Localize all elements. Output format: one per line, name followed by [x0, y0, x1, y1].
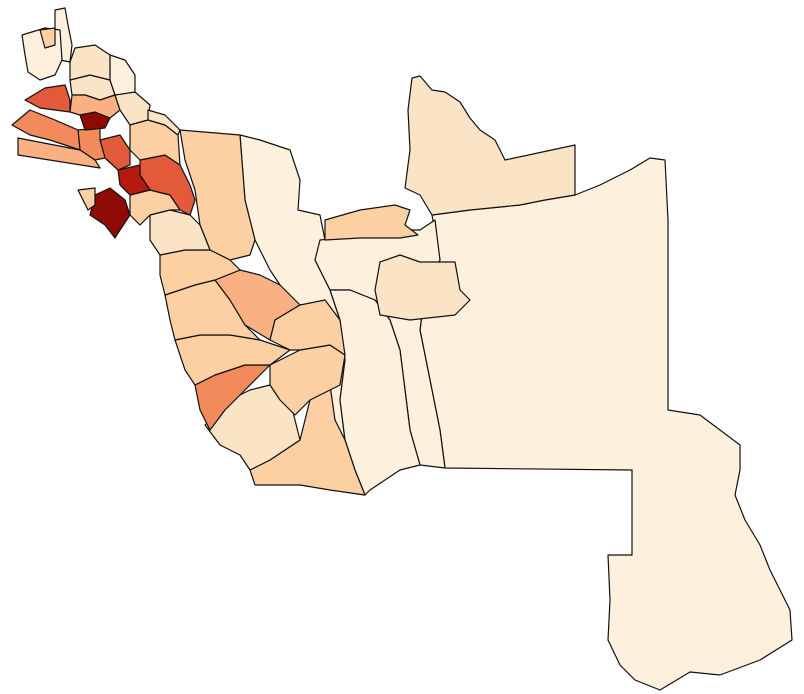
- region-nw-dark-3[interactable]: [99, 134, 131, 171]
- region-nw-light-3[interactable]: [109, 54, 136, 96]
- region-middle-highlight[interactable]: [374, 254, 471, 321]
- region-nw-1[interactable]: [149, 209, 211, 256]
- region-northeast[interactable]: [404, 75, 576, 216]
- region-nw-orange-2[interactable]: [69, 94, 121, 119]
- region-nw-light-4[interactable]: [69, 44, 111, 81]
- region-nw-top-orange[interactable]: [39, 27, 56, 49]
- region-nw-small-pale[interactable]: [77, 187, 96, 211]
- region-east-large[interactable]: [419, 157, 793, 691]
- region-mid-east-1[interactable]: [269, 299, 346, 356]
- region-south-1[interactable]: [249, 384, 366, 496]
- region-nw-orange-wide[interactable]: [11, 109, 81, 151]
- region-nw-strip[interactable]: [17, 137, 101, 169]
- region-nw-upper-pale[interactable]: [147, 109, 181, 136]
- region-nw-light-2[interactable]: [114, 91, 151, 126]
- region-nw-darkest-1[interactable]: [89, 187, 131, 239]
- region-nw-red-1[interactable]: [24, 84, 71, 113]
- region-nw-dark-2[interactable]: [117, 164, 151, 196]
- region-top-center-small[interactable]: [324, 204, 419, 241]
